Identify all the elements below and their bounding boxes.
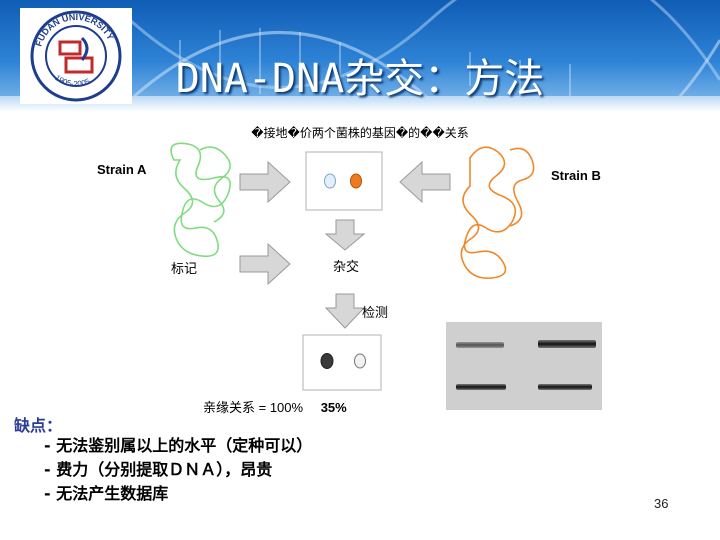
affinity-label: 亲缘关系 = 100% [203, 400, 304, 415]
arrow-down-icon [324, 219, 366, 251]
gel-band [538, 340, 596, 348]
reaction-tube-bottom [302, 334, 382, 391]
diagram-subtitle: �接地�价两个菌株的基因�的��关系 [251, 126, 469, 140]
mark-label: 标记 [171, 261, 198, 276]
light-dot [354, 353, 366, 369]
arrow-right-icon [239, 242, 291, 286]
gel-band [538, 384, 592, 390]
orange-dot [350, 173, 362, 189]
affinity-row: 亲缘关系 = 100% 35% [203, 397, 347, 416]
reaction-tube-top [305, 151, 383, 211]
strain-b-dna-squiggle [460, 146, 535, 280]
gel-image [446, 322, 602, 410]
list-item: - 费力（分别提取ＤＮＡ），昂贵 [44, 460, 273, 479]
strain-a-dna-squiggle [170, 142, 231, 258]
affinity-value: 35% [320, 400, 347, 415]
header-fade-band [0, 96, 720, 112]
dark-dot [320, 353, 334, 369]
arrow-left-icon [399, 160, 451, 204]
page-number: 36 [654, 496, 669, 511]
green-dot [324, 173, 336, 189]
strain-b-label: Strain B [551, 168, 601, 183]
list-item: - 无法鉴别属以上的水平（定种可以） [44, 436, 313, 455]
arrow-right-icon [239, 160, 291, 204]
list-item: - 无法产生数据库 [44, 484, 169, 503]
slide-title: DNA-DNA杂交：方法 [175, 56, 545, 102]
arrow-down-icon [324, 293, 366, 329]
cons-list: - 无法鉴别属以上的水平（定种可以） - 费力（分别提取ＤＮＡ），昂贵 - 无法… [44, 434, 312, 506]
hybrid-label: 杂交 [333, 259, 360, 274]
logo-seal: FUDAN UNIVERSITY 1905-2005 [20, 8, 132, 104]
detect-label: 检测 [362, 305, 389, 320]
cons-title: 缺点： [14, 416, 63, 435]
gel-band [456, 384, 506, 390]
gel-band [456, 342, 504, 348]
strain-a-label: Strain A [97, 162, 147, 177]
university-logo: FUDAN UNIVERSITY 1905-2005 [20, 8, 132, 104]
